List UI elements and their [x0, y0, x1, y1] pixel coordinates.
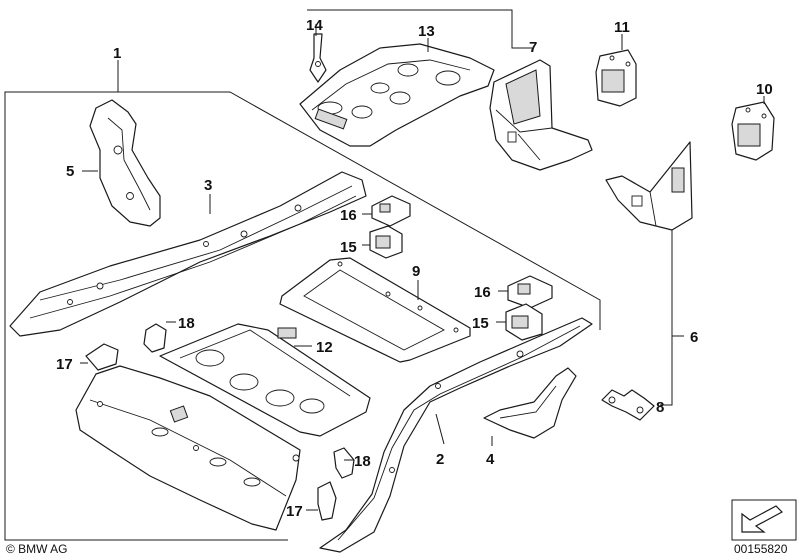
diagram-number: 00155820	[734, 542, 788, 556]
part-16-lower-bracket	[498, 275, 553, 309]
callout-7: 7	[529, 39, 537, 56]
callout-13: 13	[418, 23, 435, 40]
part-18-left-bracket	[143, 321, 176, 353]
part-13-floor-pan	[299, 38, 495, 147]
copyright-text: © BMW AG	[6, 542, 68, 556]
part-5-pillar-bracket	[82, 99, 161, 227]
callout-14: 14	[306, 17, 323, 34]
direction-arrow-icon	[731, 499, 797, 541]
callout-11: 11	[614, 19, 630, 36]
callout-16-upper: 16	[340, 207, 357, 224]
callout-18-left: 18	[178, 315, 195, 332]
callout-9: 9	[412, 263, 420, 280]
callout-5: 5	[66, 163, 74, 180]
part-15-lower-bracket	[496, 303, 543, 341]
part-14-clip	[309, 24, 327, 83]
callouts: 1 2 3 4 5 6 7 8 9 10 11 12 13 14 15 15 1…	[56, 17, 773, 520]
callout-12: 12	[316, 339, 333, 356]
part-8-clip	[601, 389, 655, 421]
callout-18-lower: 18	[354, 453, 371, 470]
part-18-lower-bracket	[333, 447, 355, 479]
callout-2: 2	[436, 451, 444, 468]
group-frame	[4, 9, 684, 541]
part-1-rear-floor	[75, 365, 301, 531]
callout-15-lower: 15	[472, 315, 489, 332]
callout-17-lower: 17	[286, 503, 303, 520]
part-17-left-bracket	[80, 343, 119, 371]
callout-3: 3	[204, 177, 212, 194]
callout-16-lower: 16	[474, 284, 491, 301]
part-15-upper-bracket	[362, 225, 403, 259]
part-4-bracket	[483, 367, 577, 446]
part-16-upper-bracket	[362, 195, 411, 227]
callout-17-left: 17	[56, 356, 73, 373]
part-2-side-rail	[319, 317, 593, 553]
callout-1: 1	[113, 45, 121, 62]
callout-4: 4	[486, 451, 495, 468]
part-10-bracket	[731, 96, 775, 161]
part-11-bracket	[595, 34, 637, 107]
part-12-floor-pan	[159, 323, 371, 437]
part-17-lower-bracket	[306, 481, 337, 521]
callout-10: 10	[756, 81, 773, 98]
part-3-cross-member	[9, 171, 367, 337]
callout-8: 8	[656, 399, 664, 416]
part-9-frame	[279, 257, 471, 363]
callout-6: 6	[690, 329, 698, 346]
part-6-side-bracket	[605, 141, 693, 231]
part-7-bracket	[489, 47, 593, 171]
callout-15-upper: 15	[340, 239, 357, 256]
